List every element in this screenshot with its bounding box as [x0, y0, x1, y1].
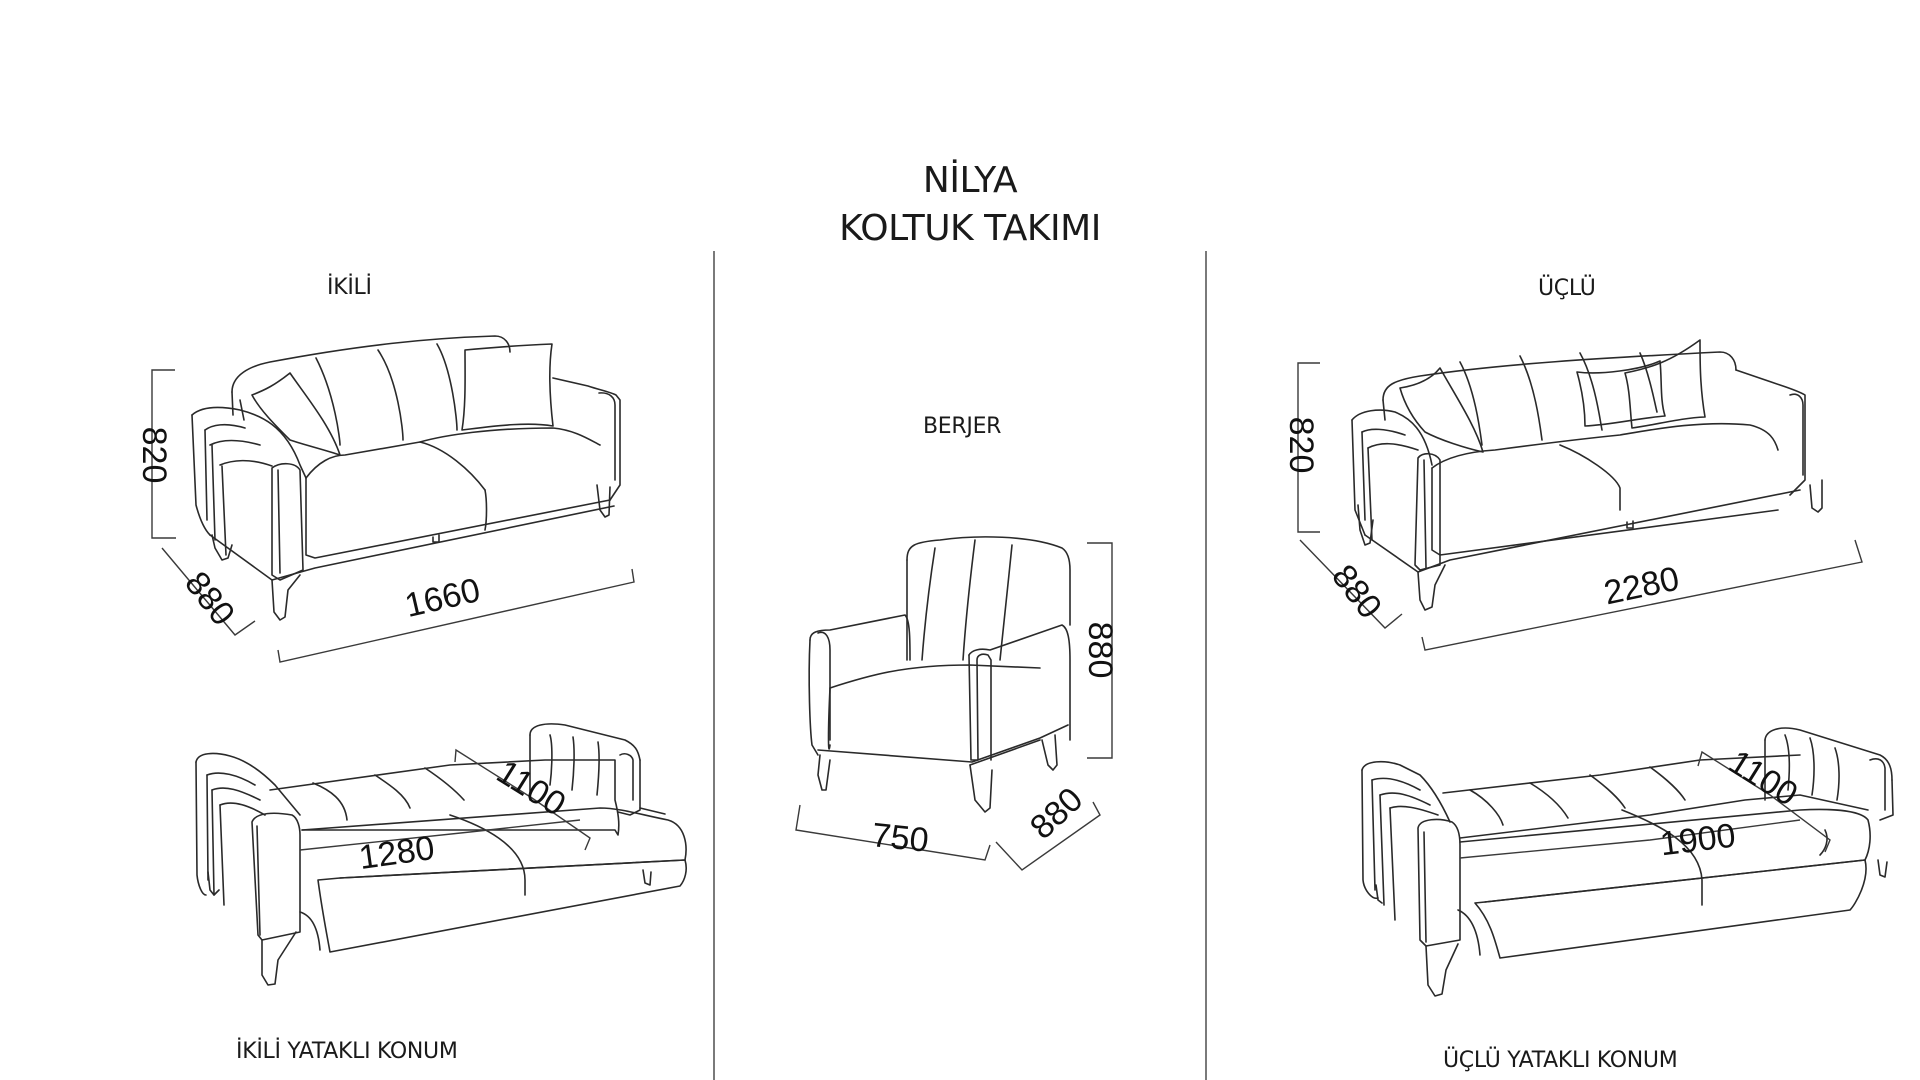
ikili-dimension-lines: 820 880 1660	[135, 369, 635, 663]
uclu-depth-dim: 880	[1324, 558, 1389, 626]
uclu-bed-drawing: 1100 1900	[1361, 727, 1894, 997]
uclu-height-dim: 820	[1282, 417, 1320, 474]
ikili-sofa-drawing	[191, 335, 621, 621]
left-column-divider	[713, 251, 715, 1080]
ikili-bed-drawing: 1100 1280	[195, 723, 687, 986]
ikili-width-dim: 1660	[401, 571, 483, 625]
berjer-drawing: 880 750 880	[795, 536, 1119, 871]
product-title: NİLYA	[922, 160, 1018, 201]
berjer-label: BERJER	[923, 414, 1002, 439]
ikili-depth-dim: 880	[177, 565, 242, 633]
uclu-width-dim: 2280	[1601, 560, 1683, 613]
ikili-height-dim: 820	[135, 427, 173, 484]
uclu-sofa-drawing: 820 880 2280	[1282, 339, 1863, 651]
berjer-width-dim: 750	[870, 816, 930, 860]
berjer-height-dim: 880	[1081, 622, 1119, 679]
uclu-bed-label: ÜÇLÜ YATAKLI KONUM	[1443, 1048, 1678, 1073]
berjer-depth-dim: 880	[1023, 780, 1090, 846]
right-column-divider	[1205, 251, 1207, 1080]
uclu-bed-width-dim: 1100	[1722, 743, 1804, 814]
ikili-bed-label: İKİLİ YATAKLI KONUM	[236, 1039, 458, 1064]
uclu-label: ÜÇLÜ	[1538, 276, 1596, 301]
ikili-bed-length-dim: 1280	[357, 829, 437, 877]
uclu-bed-length-dim: 1900	[1658, 817, 1738, 864]
ikili-label: İKİLİ	[327, 275, 372, 300]
product-subtitle: KOLTUK TAKIMI	[839, 208, 1101, 249]
